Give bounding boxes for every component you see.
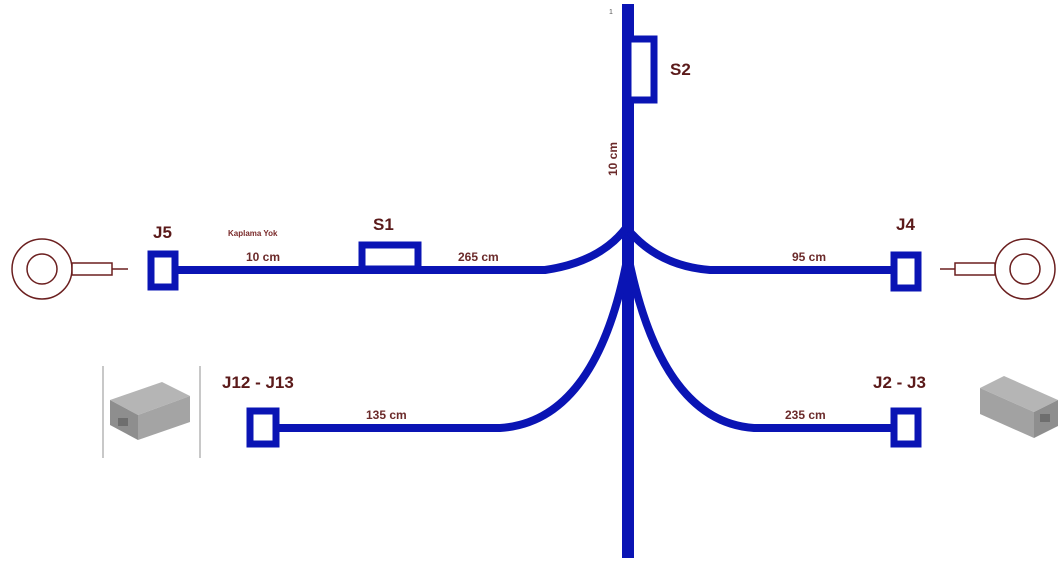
splice-s2-label: S2 <box>670 60 691 79</box>
center-j12-length-label: 135 cm <box>366 408 407 422</box>
ring-terminal-icon <box>11 238 128 300</box>
j5-s1-length-label: 10 cm <box>246 250 280 264</box>
top-mark-label: 1 <box>609 9 613 16</box>
splice-s1-label: S1 <box>373 215 394 234</box>
j5-s1-note-label: Kaplama Yok <box>228 229 278 238</box>
connector-j12-block <box>246 407 280 448</box>
connector-j12-label: J12 - J13 <box>222 373 294 392</box>
center-j2-length-label: 235 cm <box>785 408 826 422</box>
splice-s2-marker <box>624 35 658 104</box>
connector-j2-label: J2 - J3 <box>873 373 926 392</box>
connector-housing-icon <box>980 376 1058 438</box>
connector-j4-block <box>890 251 922 292</box>
branch-j4-cable <box>627 229 906 274</box>
s1-center-length-label: 265 cm <box>458 250 499 264</box>
branch-j5-cable <box>164 225 630 274</box>
connector-housing-icon <box>102 366 201 458</box>
branch-j2-cable <box>626 264 906 432</box>
ring-terminal-icon <box>940 238 1056 300</box>
connector-j2-block <box>890 407 922 448</box>
connector-j5-block <box>147 250 179 291</box>
connector-j4-label: J4 <box>896 215 915 234</box>
center-j4-length-label: 95 cm <box>792 250 826 264</box>
branch-j12-cable <box>264 264 630 432</box>
connector-j5-label: J5 <box>153 223 172 242</box>
splice-s1-marker <box>358 241 422 273</box>
trunk-length-label: 10 cm <box>606 142 620 176</box>
